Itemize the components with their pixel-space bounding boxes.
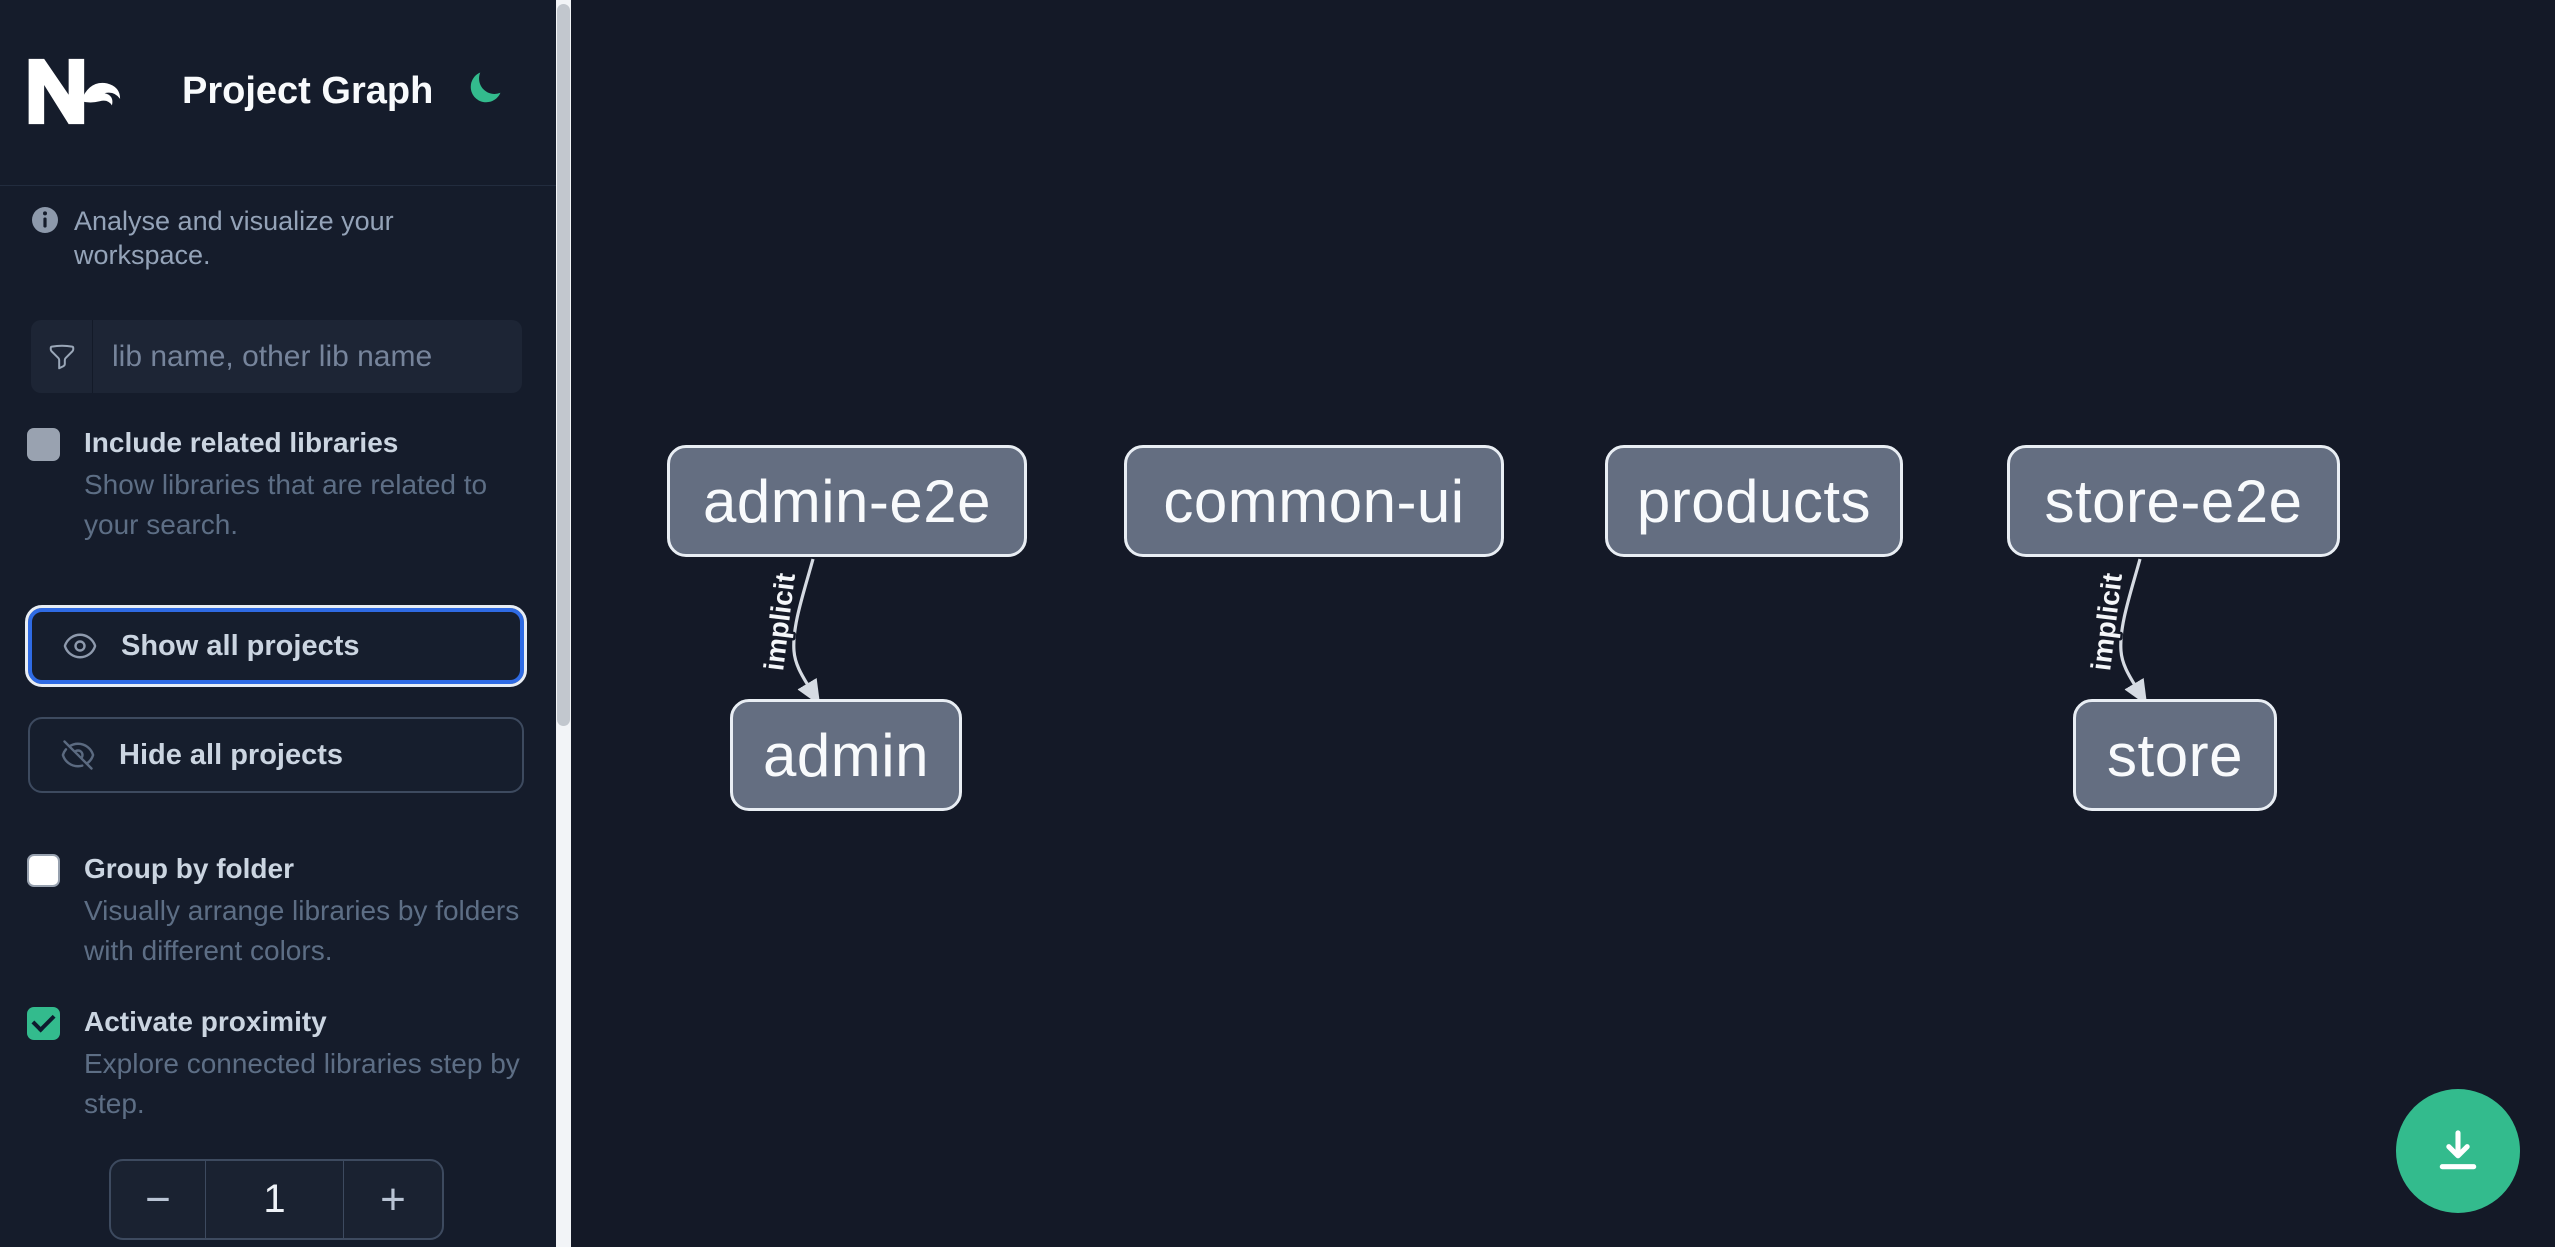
moon-icon: [466, 69, 510, 107]
graph-node-common-ui[interactable]: common-ui: [1124, 445, 1504, 557]
graph-node-label: common-ui: [1163, 467, 1465, 535]
stepper-decrement-button[interactable]: −: [111, 1161, 206, 1238]
sidebar: Project Graph Analyse and visualize your…: [0, 0, 556, 1247]
toggle-group-by-folder: Group by folder Visually arrange librari…: [27, 850, 532, 971]
tagline-text: Analyse and visualize your workspace.: [74, 206, 394, 270]
stepper-increment-button[interactable]: +: [380, 1174, 406, 1224]
toggle-proximity-description: Explore connected libraries step by step…: [84, 1048, 520, 1119]
toggle-activate-proximity: Activate proximity Explore connected lib…: [27, 1003, 532, 1124]
graph-node-label: admin: [763, 721, 929, 789]
graph-node-admin[interactable]: admin: [730, 699, 962, 811]
toggle-include-related: Include related libraries Show libraries…: [27, 424, 532, 545]
eye-slash-icon: [60, 737, 96, 773]
graph-node-label: products: [1636, 467, 1872, 535]
filter-box: [31, 320, 522, 393]
sidebar-header: Project Graph: [0, 0, 556, 186]
checkbox-group[interactable]: [27, 854, 60, 887]
graph-node-products[interactable]: products: [1605, 445, 1903, 557]
toggle-related-description: Show libraries that are related to your …: [84, 469, 488, 540]
download-graph-image-button[interactable]: [2396, 1089, 2520, 1213]
graph-node-label: store-e2e: [2044, 467, 2303, 535]
proximity-depth-stepper: − 1 +: [109, 1159, 444, 1240]
graph-node-label: admin-e2e: [702, 467, 991, 535]
show-all-projects-button[interactable]: Show all projects: [25, 605, 527, 687]
stepper-value[interactable]: 1: [206, 1161, 344, 1238]
app-title: Project Graph: [182, 70, 434, 112]
checkbox-related[interactable]: [27, 428, 60, 461]
graph-node-store[interactable]: store: [2073, 699, 2277, 811]
funnel-icon: [31, 320, 93, 393]
graph-node-store-e2e[interactable]: store-e2e: [2007, 445, 2340, 557]
show-all-projects-label: Show all projects: [121, 629, 360, 662]
sidebar-scrollbar-track[interactable]: [556, 0, 571, 1247]
checkbox-proximity[interactable]: [27, 1007, 60, 1040]
toggle-group-label[interactable]: Group by folder: [84, 853, 294, 884]
toggle-related-label[interactable]: Include related libraries: [84, 427, 399, 458]
hide-all-projects-button[interactable]: Hide all projects: [28, 717, 524, 793]
graph-edge-admin-e2e-admin[interactable]: [792, 558, 821, 706]
graph-edge-store-e2e-store[interactable]: [2119, 558, 2148, 706]
filter-input[interactable]: [93, 320, 522, 393]
theme-toggle-button[interactable]: [466, 66, 510, 110]
toggle-group-description: Visually arrange libraries by folders wi…: [84, 895, 520, 966]
hide-all-projects-label: Hide all projects: [119, 738, 344, 771]
graph-node-admin-e2e[interactable]: admin-e2e: [667, 445, 1027, 557]
sidebar-scrollbar-thumb[interactable]: [557, 4, 570, 726]
nx-logo: [27, 58, 125, 125]
eye-icon: [62, 628, 98, 664]
graph-node-label: store: [2107, 721, 2243, 789]
tagline-row: Analyse and visualize your workspace.: [31, 204, 531, 272]
toggle-proximity-label[interactable]: Activate proximity: [84, 1006, 327, 1037]
info-icon: [31, 206, 59, 242]
download-icon: [2429, 1122, 2487, 1180]
